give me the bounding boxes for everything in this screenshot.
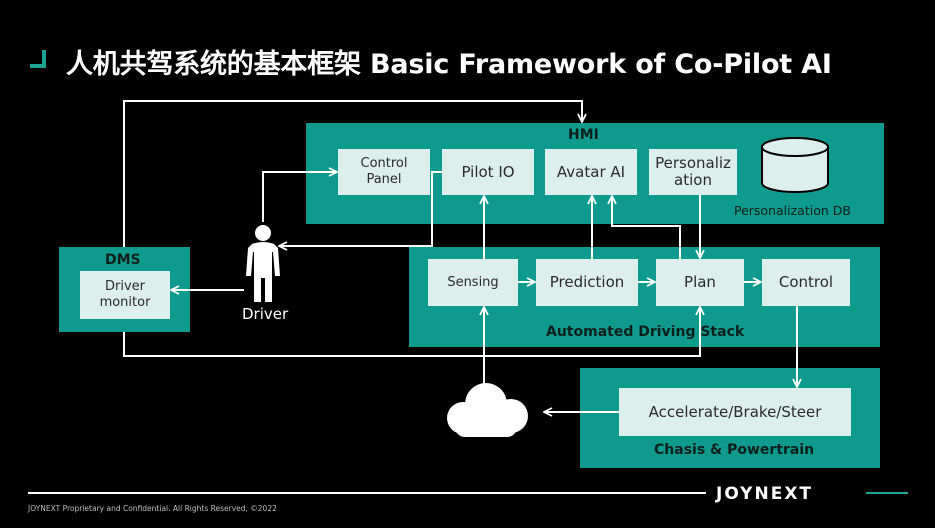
personalization-box: Personalization xyxy=(649,149,737,195)
prediction-box: Prediction xyxy=(536,259,638,306)
cloud-icon xyxy=(447,383,528,437)
person-icon xyxy=(246,225,280,302)
page-title: 人机共驾系统的基本框架 Basic Framework of Co-Pilot … xyxy=(66,49,832,80)
footer-accent-line xyxy=(866,492,908,494)
chassis-label: Chasis & Powertrain xyxy=(654,442,815,458)
actuate-box: Accelerate/Brake/Steer xyxy=(619,388,851,436)
arrow-dms-to-hmi xyxy=(123,100,582,247)
footer-divider xyxy=(28,492,706,494)
control-box: Control xyxy=(762,259,850,306)
sensing-box: Sensing xyxy=(428,259,518,306)
pilot-io-box: Pilot IO xyxy=(442,149,534,195)
joynext-logo: JOYNEXT xyxy=(716,484,814,504)
footer-copyright: JOYNEXT Proprietary and Confidential. Al… xyxy=(28,504,277,513)
hmi-label: HMI xyxy=(568,127,599,143)
arrow-dms-to-plan xyxy=(123,308,700,357)
personalization-db-label: Personalization DB xyxy=(734,203,851,218)
plan-box: Plan xyxy=(656,259,744,306)
arrow-driver-to-control-panel xyxy=(262,172,336,222)
ads-label: Automated Driving Stack xyxy=(546,324,745,340)
title-accent-icon xyxy=(30,50,46,68)
dms-label: DMS xyxy=(105,252,141,268)
driver-monitor-box: Driver monitor xyxy=(80,271,170,319)
avatar-ai-box: Avatar AI xyxy=(545,149,637,195)
arrow-pilot-io-to-driver xyxy=(280,171,442,246)
control-panel-box: Control Panel xyxy=(338,149,430,195)
database-icon xyxy=(761,137,829,193)
driver-label: Driver xyxy=(242,305,289,323)
arrow-plan-to-avatar xyxy=(612,197,681,259)
